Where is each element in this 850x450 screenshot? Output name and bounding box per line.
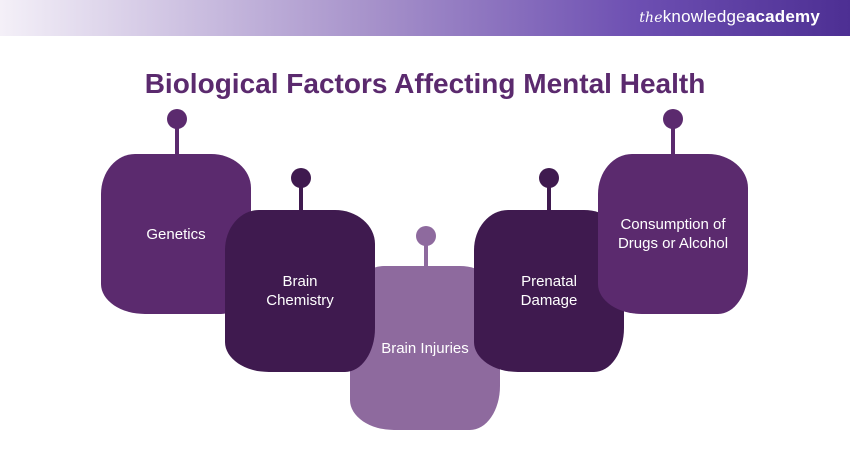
- factor-label-prenatal-damage: Prenatal Damage: [520, 273, 578, 309]
- factor-card-brain-chemistry: Brain Chemistry: [225, 210, 375, 372]
- factor-label-brain-injuries: Brain Injuries: [381, 339, 469, 357]
- connector-knob-genetics: [167, 109, 187, 129]
- connector-stem-drugs-alcohol: [671, 126, 675, 156]
- header-bar: theknowledgeacademy: [0, 0, 850, 36]
- factor-card-drugs-alcohol: Consumption of Drugs or Alcohol: [598, 154, 748, 314]
- connector-stem-brain-chemistry: [299, 185, 303, 213]
- logo-prefix: the: [639, 10, 663, 26]
- connector-knob-prenatal-damage: [539, 168, 559, 188]
- connector-stem-prenatal-damage: [547, 185, 551, 213]
- factor-label-brain-chemistry: Brain Chemistry: [266, 273, 334, 309]
- logo-suffix: academy: [745, 7, 820, 26]
- factor-label-drugs-alcohol: Consumption of Drugs or Alcohol: [617, 216, 729, 252]
- page-title: Biological Factors Affecting Mental Heal…: [144, 68, 706, 99]
- connector-knob-drugs-alcohol: [663, 109, 683, 129]
- logo-main: knowledge: [662, 7, 746, 26]
- brand-logo[interactable]: theknowledgeacademy: [639, 7, 820, 27]
- factor-label-genetics: Genetics: [146, 225, 206, 243]
- connector-knob-brain-chemistry: [291, 168, 311, 188]
- connector-stem-brain-injuries: [424, 243, 428, 269]
- connector-knob-brain-injuries: [416, 226, 436, 246]
- connector-stem-genetics: [175, 126, 179, 156]
